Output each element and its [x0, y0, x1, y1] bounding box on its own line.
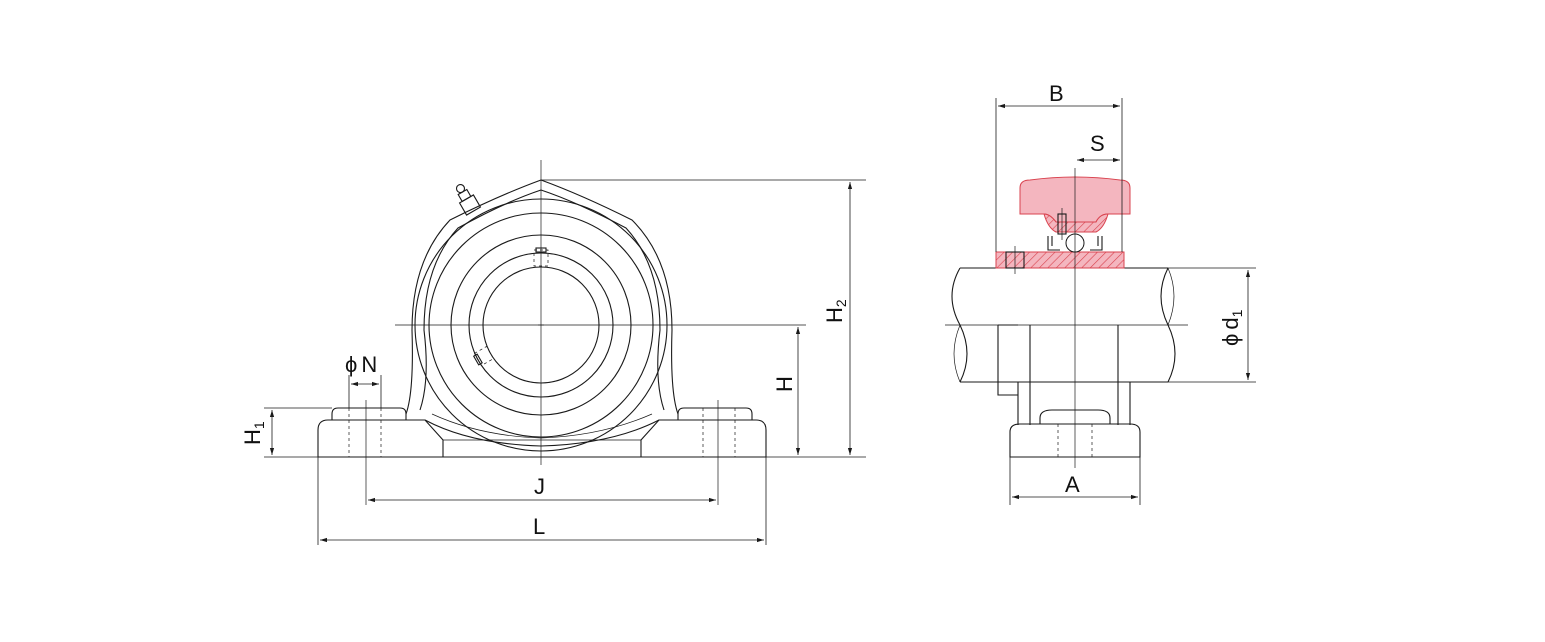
front-base	[317, 419, 444, 458]
label-H: H	[772, 376, 797, 392]
side-dimensions	[995, 98, 1256, 505]
label-B: B	[1049, 81, 1064, 106]
side-base	[1009, 423, 1141, 458]
inner-ring-section	[995, 251, 1125, 269]
side-collar-lower	[997, 324, 1018, 396]
foot-boss-right	[677, 407, 753, 420]
housing-lower-curve	[424, 419, 660, 447]
label-L: L	[533, 514, 545, 539]
label-phid1: ϕd1	[1218, 309, 1245, 346]
front-view	[317, 160, 806, 505]
label-A: A	[1065, 472, 1080, 497]
label-S: S	[1090, 131, 1105, 156]
shaft-break-right-2	[1167, 267, 1175, 326]
label-H2: H2	[822, 299, 849, 323]
seal-left	[1047, 236, 1060, 251]
label-J: J	[534, 474, 545, 499]
side-pedestal	[1017, 325, 1131, 425]
front-dimensions	[264, 179, 866, 545]
shaft-break-left-2	[953, 324, 961, 383]
housing-outline	[405, 179, 679, 415]
outer-race-section	[1043, 213, 1109, 233]
grease-nipple-icon	[455, 183, 482, 216]
label-H1: H1	[240, 421, 267, 445]
foot-boss-left	[331, 407, 407, 420]
side-view	[945, 168, 1188, 468]
seal-right	[1090, 236, 1103, 251]
front-base-right	[640, 419, 767, 458]
set-screw-side	[472, 345, 495, 367]
